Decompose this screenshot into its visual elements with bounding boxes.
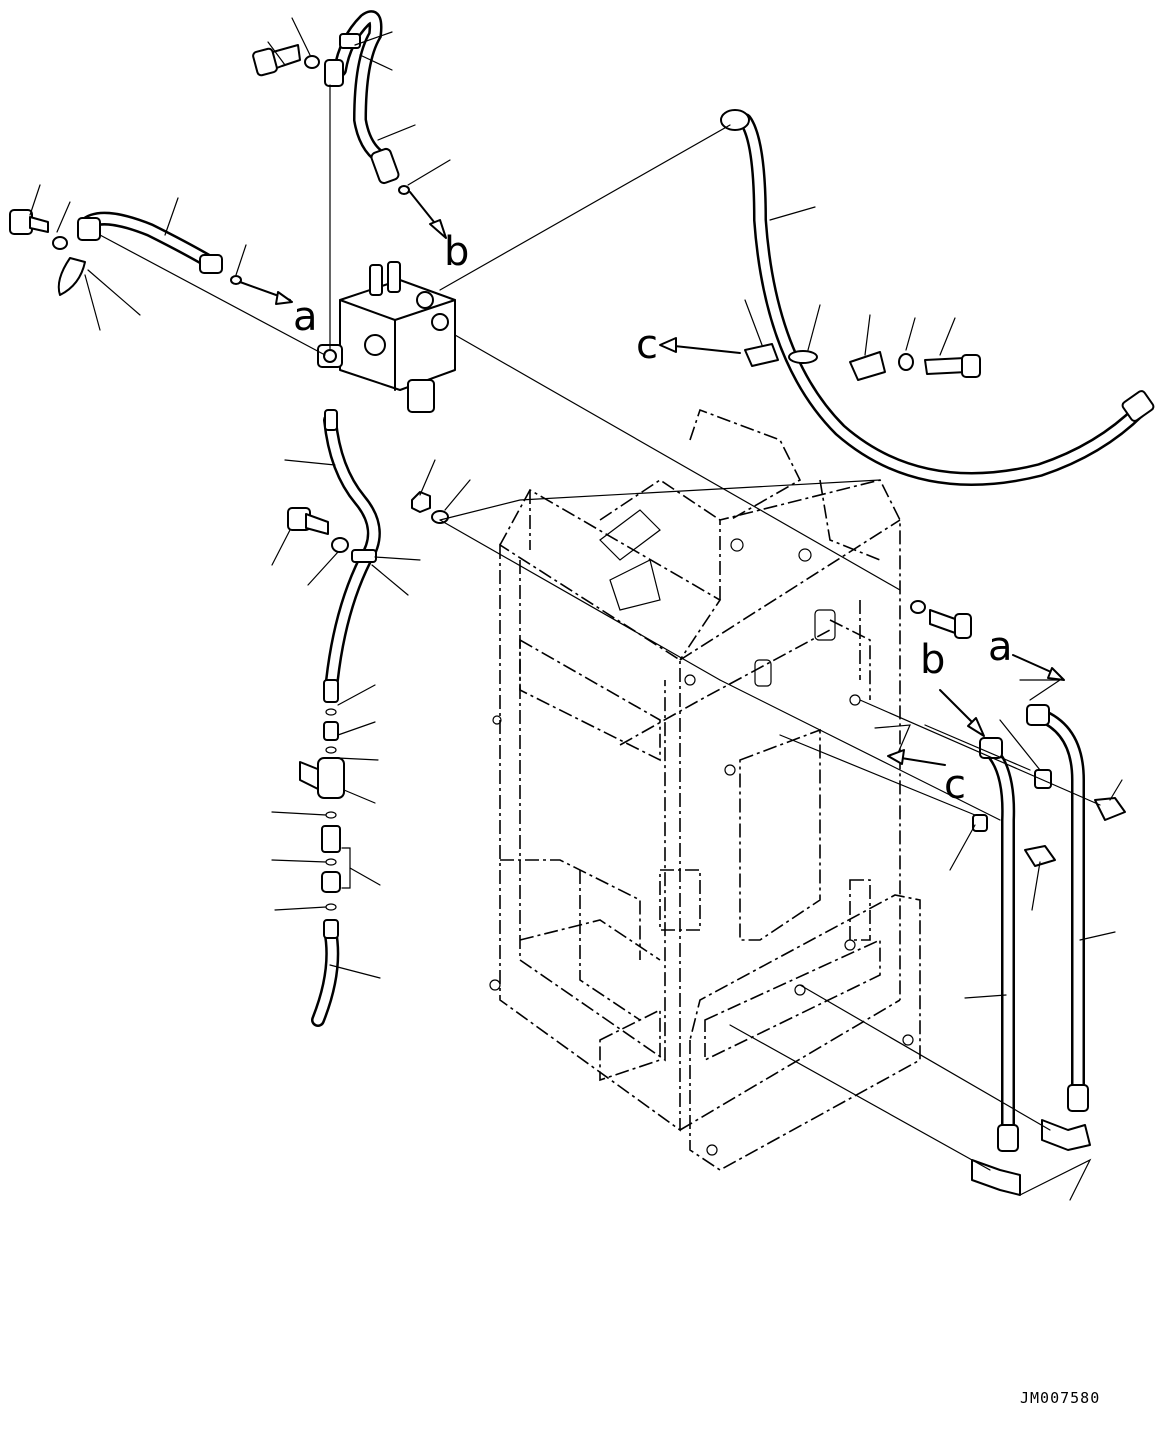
leader-lines [29, 17, 1123, 1201]
connection-labels: a b c a b c [293, 229, 1013, 808]
label-a-upper: a [293, 294, 318, 340]
label-b-upper: b [444, 229, 469, 275]
machine-frame [489, 408, 921, 1171]
label-b-right: b [920, 637, 945, 683]
control-valve [317, 261, 456, 413]
label-a-right: a [988, 624, 1013, 670]
hoses [78, 10, 1147, 1137]
label-c-right: c [944, 762, 966, 808]
fittings [9, 33, 1155, 1196]
label-c-left: c [636, 322, 658, 368]
drawing-code: JM007580 [1020, 1389, 1100, 1407]
